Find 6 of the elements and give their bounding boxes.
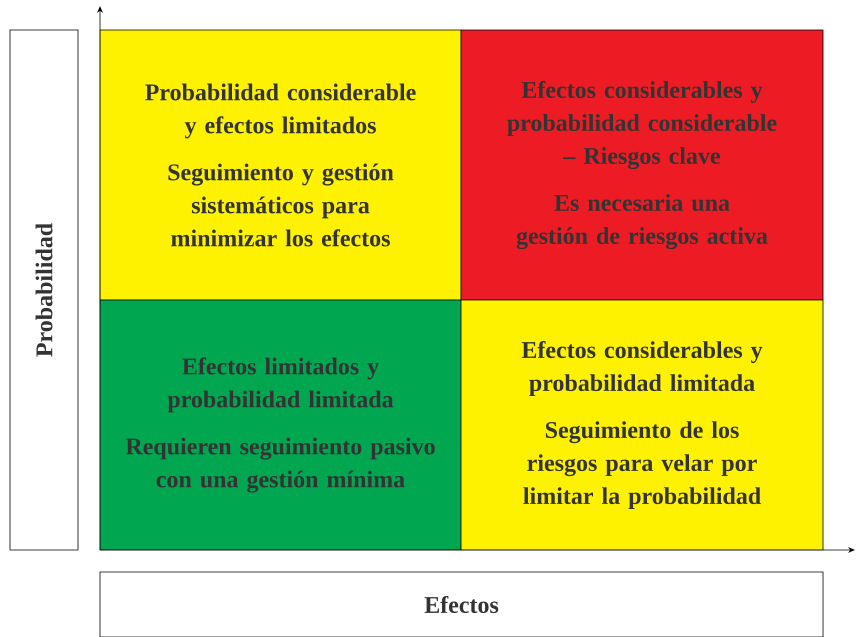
quadrant-box: Efectos considerables y probabilidad limitada Seguimiento de los riesgos para velar por limitar la probabilidad [460,300,824,550]
quadrant-box: Efectos limitados y probabilidad limitada Requieren seguimiento pasivo con una gestión mínima [100,300,462,550]
axis-label-box: Probabilidad [10,30,78,550]
quadrant-box: Efectos considerables y probabilidad considerable – Riesgos clave Es necesaria una gestión de riesgos activa [460,30,824,300]
quadrant-box: Probabilidad considerable y efectos limitados Seguimiento y gestión sistemáticos para minimizar los efectos [100,30,462,300]
axis-label-box: Efectos [100,572,824,637]
